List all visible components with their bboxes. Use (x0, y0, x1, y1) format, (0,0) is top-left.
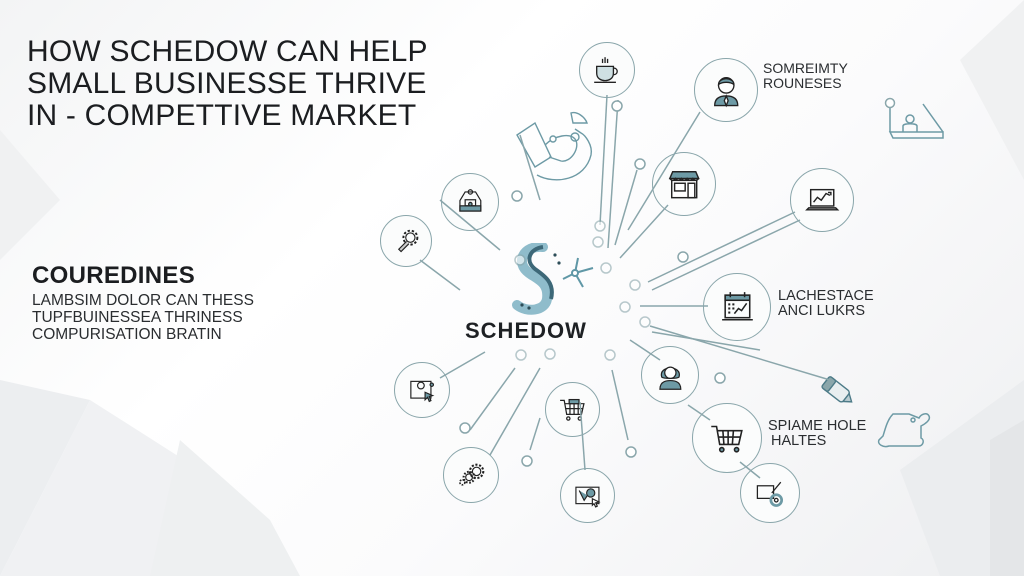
title-line: IN - COMPETTIVE MARKET (27, 99, 417, 132)
wrench-gear-icon (397, 229, 418, 252)
callout-label-people: SOMREIMTY ROUNESES (763, 61, 848, 91)
node-storefront[interactable] (652, 152, 716, 216)
node-businessman[interactable] (694, 58, 758, 122)
businessman-icon (713, 76, 739, 108)
node-delivery-truck[interactable] (441, 173, 499, 231)
callout-label-shopping: SPIAME HOLE HALTES (768, 419, 866, 449)
callout-line: LACHESTACE (778, 288, 874, 304)
battery-icon (821, 376, 853, 403)
node-calendar-chart[interactable] (703, 273, 771, 341)
glove-icon (877, 413, 931, 448)
businesswoman-icon (658, 366, 682, 390)
laptop-chart-icon (804, 188, 840, 211)
node-cart-right[interactable] (692, 403, 762, 473)
shopping-cart-icon (711, 425, 743, 453)
node-laptop-growth[interactable] (790, 168, 854, 232)
gears-icon (459, 463, 485, 486)
screen-pointer-icon (410, 381, 435, 403)
node-tool-gear[interactable] (380, 215, 432, 267)
brand-name: SCHEDOW (465, 318, 587, 343)
handshake-icon (516, 111, 593, 181)
section-body-line: TUPFBUINESSEA THRINESS (32, 309, 243, 326)
page-title: HOW SCHEDOW CAN HELP SMALL BUSINESSE THR… (27, 36, 428, 132)
section-body-line: LAMBSIM DOLOR CAN THESS (32, 292, 254, 309)
section-body-line: COMPURISATION BRATIN (32, 326, 222, 343)
screen-graphics-icon (575, 486, 601, 508)
callout-line: SOMREIMTY (763, 60, 848, 76)
coffee-cup-icon (594, 57, 619, 84)
callout-label-schedule: LACHESTACE ANCI LUKRS (778, 289, 874, 319)
callout-line: HALTES (771, 433, 827, 449)
callout-line: ANCI LUKRS (778, 303, 866, 319)
section-heading: COUREDINES (32, 262, 196, 289)
node-coffee-cup[interactable] (579, 42, 635, 98)
node-businesswoman[interactable] (641, 346, 699, 404)
node-screen-graphics[interactable] (560, 468, 615, 523)
storefront-icon (668, 170, 700, 199)
callout-line: ROUNESES (763, 75, 842, 91)
node-design-gear[interactable] (740, 463, 800, 523)
callout-line: SPIAME HOLE (768, 418, 867, 434)
node-cart-center[interactable] (545, 382, 600, 437)
section-body: LAMBSIM DOLOR CAN THESS TUPFBUINESSEA TH… (32, 292, 254, 343)
truck-icon (458, 188, 482, 212)
node-web-click[interactable] (394, 362, 450, 418)
title-line: HOW SCHEDOW CAN HELP (27, 35, 428, 68)
title-line: SMALL BUSINESSE THRIVE (27, 67, 427, 100)
calendar-chart-icon (721, 291, 753, 321)
design-gear-icon (756, 481, 784, 507)
node-gears[interactable] (443, 447, 499, 503)
